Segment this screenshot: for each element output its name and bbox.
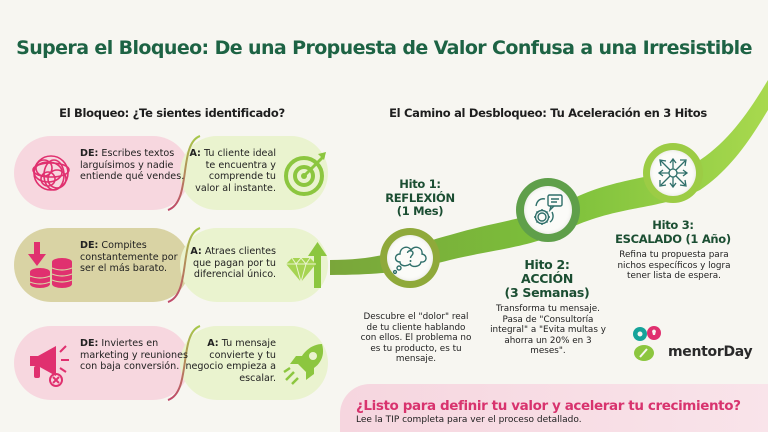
a-text: A: Atraes clientes que pagan por tu dife…: [190, 246, 276, 280]
cta-subtitle: Lee la TIP completa para ver el proceso …: [356, 415, 582, 425]
cta-banner: [340, 384, 768, 432]
brand-name: mentorDay: [668, 344, 753, 360]
hito-2-badge: [516, 178, 580, 242]
tangled-scribble-icon: [32, 155, 70, 191]
curve-connector: [167, 325, 201, 401]
comparison-row-2: DE: Compites constantemente por ser el m…: [14, 227, 332, 303]
mentorday-logo: [633, 326, 661, 361]
comparison-row-1: DE: Escribes textos larguísimos y nadie …: [14, 135, 332, 211]
de-text: DE: Inviertes en marketing y reuniones c…: [80, 338, 188, 372]
hito-1-description: Descubre el "dolor" real de tu cliente h…: [360, 312, 472, 364]
hito-1-title: Hito 1: REFLEXIÓN (1 Mes): [385, 177, 455, 218]
expand-arrows-icon: [657, 157, 689, 189]
cta-title: ¿Listo para definir tu valor y acelerar …: [356, 398, 741, 414]
hito-1-badge: [380, 228, 440, 288]
hito-2-title: Hito 2: ACCIÓN (3 Semanas): [504, 257, 590, 300]
thought-cloud-question-icon: [392, 246, 427, 275]
curve-connector: [167, 135, 201, 211]
down-arrow-coins-icon: [28, 242, 73, 288]
hito-3-description: Refina tu propuesta para nichos específi…: [617, 250, 731, 281]
de-text: DE: Escribes textos larguísimos y nadie …: [80, 148, 185, 182]
target-arrow-icon: [284, 152, 326, 196]
right-section-title: El Camino al Desbloqueo: Tu Aceleración …: [389, 106, 707, 120]
hito-3-title: Hito 3: ESCALADO (1 Año): [615, 218, 731, 246]
comparison-row-3: DE: Inviertes en marketing y reuniones c…: [14, 325, 332, 401]
left-section-title: El Bloqueo: ¿Te sientes identificado?: [59, 106, 285, 120]
rocket-icon: [283, 344, 324, 385]
gear-chat-cycle-icon: [534, 194, 563, 225]
hito-3-badge: [643, 143, 703, 203]
curve-connector: [167, 227, 201, 303]
a-text: A: Tu cliente ideal te encuentra y compr…: [189, 148, 276, 194]
de-text: DE: Compites constantemente por ser el m…: [80, 240, 178, 274]
diamond-up-arrow-icon: [286, 242, 327, 288]
page-title: Supera el Bloqueo: De una Propuesta de V…: [16, 37, 752, 59]
megaphone-cancel-icon: [30, 345, 69, 387]
hito-2-description: Transforma tu mensaje. Pasa de "Consulto…: [490, 304, 606, 356]
de-pill: [14, 228, 190, 302]
a-pill: [180, 136, 328, 210]
a-text: A: Tu mensaje convierte y tu negocio emp…: [185, 338, 276, 384]
